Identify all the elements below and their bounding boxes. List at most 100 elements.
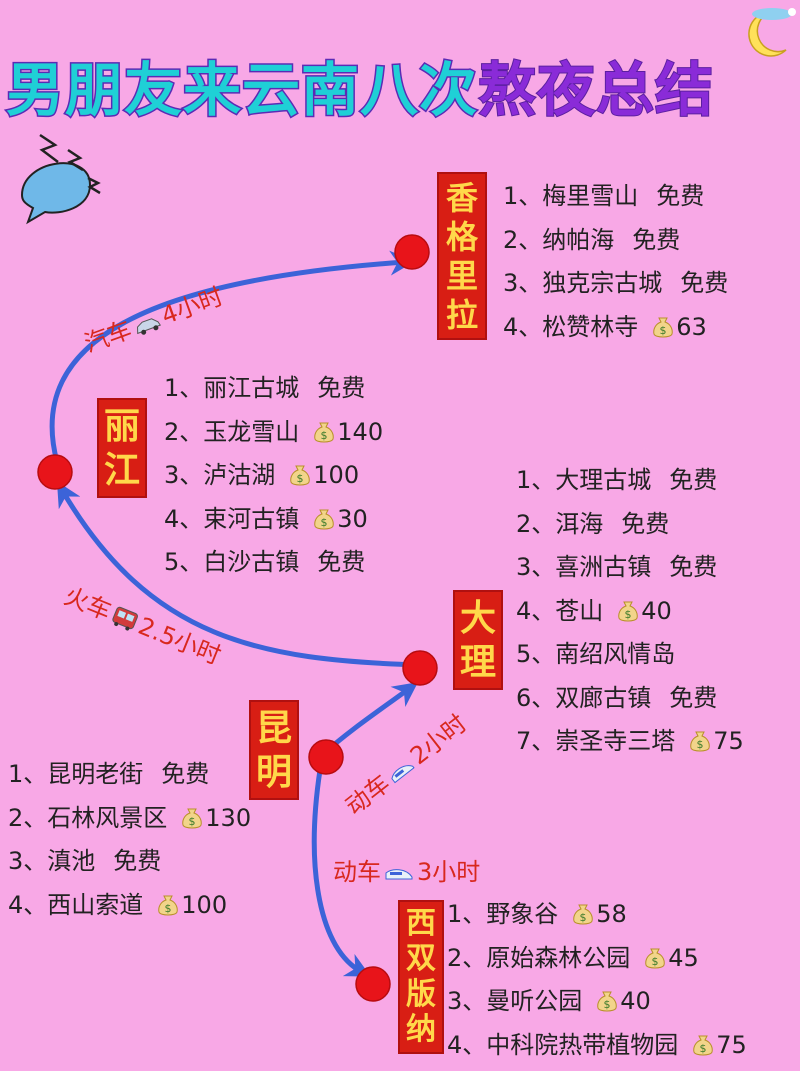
spot-name: 2、原始森林公园 (447, 943, 631, 972)
banner-xishuangbanna: 西 双 版 纳 (398, 900, 444, 1054)
price-value: 140 (337, 417, 384, 446)
list-item: 2、玉龙雪山 $140 (164, 411, 383, 455)
price-value: 100 (313, 461, 360, 489)
money-bag-icon: $ (652, 310, 674, 337)
money-bag-icon: $ (313, 415, 335, 442)
spot-price: 免费 (669, 553, 717, 581)
svg-text:$: $ (580, 911, 587, 924)
spot-price: 免费 (632, 226, 680, 254)
spot-name: 4、束河古镇 (164, 504, 300, 533)
spot-name: 1、梅里雪山 (503, 182, 639, 210)
banner-char: 理 (459, 641, 496, 683)
banner-char: 里 (445, 256, 478, 295)
price-value: 130 (205, 803, 252, 832)
spot-price: $130 (181, 804, 251, 832)
spot-name: 2、玉龙雪山 (164, 417, 300, 446)
spot-price: 免费 (680, 269, 728, 297)
list-item: 2、原始森林公园 $45 (447, 937, 747, 981)
page-title: 男朋友来云南八次熬夜总结 (4, 50, 715, 130)
money-bag-icon: $ (181, 801, 203, 828)
price-value: 免费 (669, 553, 718, 581)
spot-price: 免费 (113, 847, 161, 875)
svg-text:$: $ (697, 738, 704, 751)
money-bag-icon: $ (313, 502, 335, 529)
list-item: 5、白沙古镇免费 (164, 541, 383, 585)
title-part2: 熬夜总结 (477, 55, 715, 125)
price-value: 免费 (621, 509, 670, 538)
list-item: 2、洱海免费 (516, 503, 744, 547)
spot-list-xishuangbanna: 1、野象谷 $58 2、原始森林公园 $45 3、曼听公园 $40 4、中科院热带植物园 $7… (447, 893, 747, 1067)
spot-price: 免费 (669, 684, 717, 712)
spot-price: 免费 (669, 466, 717, 494)
spot-price: $140 (313, 418, 383, 446)
route-label-train: 火车2.5小时 (59, 576, 227, 673)
banner-char: 格 (445, 217, 478, 256)
spot-name: 5、白沙古镇 (164, 548, 300, 576)
list-item: 3、独克宗古城免费 (503, 262, 728, 306)
list-item: 1、野象谷 $58 (447, 893, 747, 937)
price-value: 75 (716, 1030, 747, 1059)
list-item: 3、滇池免费 (8, 840, 251, 884)
money-bag-icon: $ (689, 724, 711, 752)
spot-price: 免费 (656, 182, 704, 210)
price-value: 40 (641, 596, 672, 625)
speech-bubble-icon (20, 133, 101, 225)
spot-price: $75 (689, 727, 744, 755)
spot-price: $30 (313, 505, 368, 533)
price-value: 58 (596, 900, 627, 928)
dot-shangrila (394, 234, 430, 270)
list-item: 1、大理古城免费 (516, 459, 744, 503)
price-value: 免费 (161, 760, 210, 788)
money-bag-icon: $ (692, 1028, 714, 1055)
svg-text:$: $ (604, 998, 611, 1011)
banner-shangrila: 香 格 里 拉 (437, 172, 487, 340)
spot-name: 1、野象谷 (447, 900, 559, 928)
spot-price: $100 (289, 461, 359, 489)
banner-char: 纳 (406, 1012, 436, 1048)
list-item: 2、纳帕海免费 (503, 219, 728, 263)
bullet-train-icon (384, 861, 414, 889)
money-bag-icon: $ (596, 984, 618, 1012)
spot-name: 3、曼听公园 (447, 987, 583, 1015)
list-item: 3、曼听公园 $40 (447, 980, 747, 1024)
svg-text:$: $ (660, 324, 667, 337)
svg-text:$: $ (321, 516, 328, 529)
spot-name: 1、大理古城 (516, 466, 652, 494)
spot-price: $63 (652, 313, 707, 341)
list-item: 7、崇圣寺三塔$75 (516, 720, 744, 764)
banner-char: 双 (406, 941, 436, 977)
money-bag-icon: $ (572, 897, 594, 925)
price-value: 免费 (669, 466, 718, 494)
list-item: 4、中科院热带植物园 $75 (447, 1024, 747, 1068)
list-item: 4、西山索道$100 (8, 884, 251, 928)
price-value: 免费 (680, 269, 729, 297)
list-item: 1、丽江古城免费 (164, 367, 383, 411)
spot-name: 4、中科院热带植物园 (447, 1030, 679, 1059)
banner-lijiang: 丽 江 (97, 398, 147, 498)
spot-price: $45 (644, 944, 699, 972)
list-item: 1、梅里雪山免费 (503, 175, 728, 219)
spot-price: 免费 (317, 548, 365, 576)
list-item: 4、束河古镇 $30 (164, 498, 383, 542)
sleeping-moon-sticker-icon (748, 8, 796, 57)
svg-text:$: $ (165, 902, 172, 915)
price-value: 40 (620, 987, 651, 1015)
banner-char: 昆 (255, 707, 292, 749)
train-icon (106, 604, 141, 640)
spot-name: 2、纳帕海 (503, 225, 615, 254)
spot-price: $75 (692, 1031, 747, 1059)
route-label-bullet-dali: 动车2小时 (337, 704, 474, 823)
list-item: 6、双廊古镇免费 (516, 677, 744, 721)
price-value: 免费 (669, 683, 718, 712)
spot-name: 1、丽江古城 (164, 374, 300, 402)
spot-name: 1、昆明老街 (8, 760, 144, 788)
car-icon (130, 308, 166, 344)
banner-char: 丽 (103, 405, 140, 447)
money-bag-icon: $ (617, 594, 639, 621)
banner-char: 拉 (445, 295, 478, 334)
